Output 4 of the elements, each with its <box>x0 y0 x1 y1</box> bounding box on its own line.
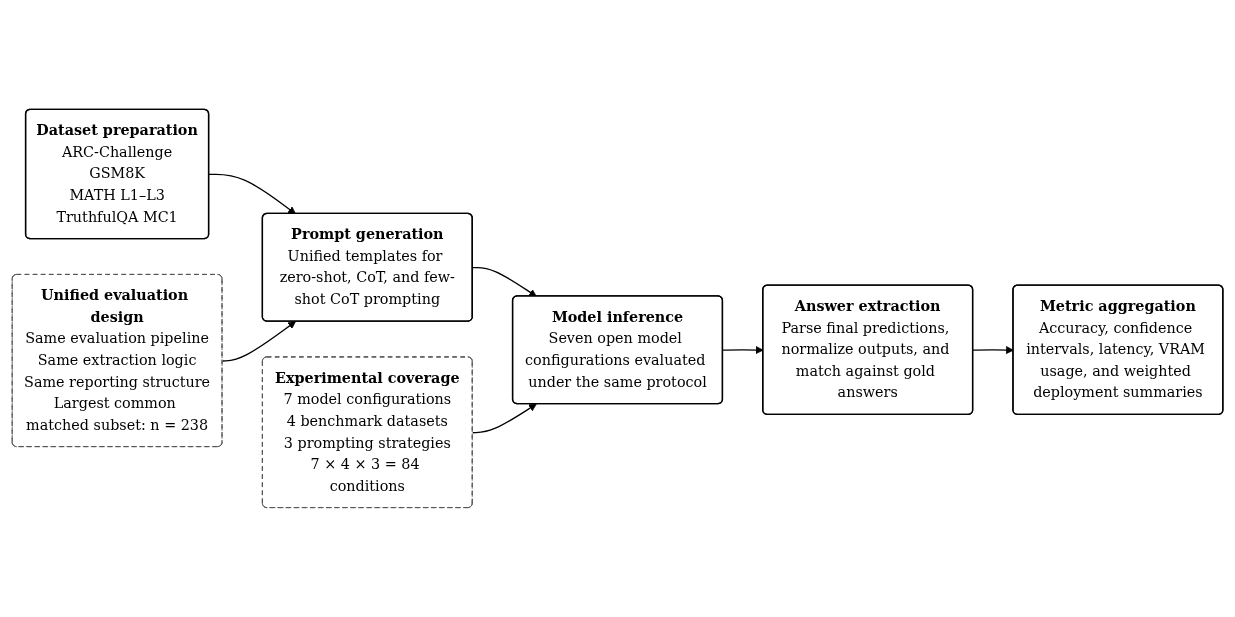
arrow <box>208 173 296 215</box>
arrow <box>472 266 537 297</box>
arrow <box>472 403 537 434</box>
arrow <box>221 321 296 362</box>
